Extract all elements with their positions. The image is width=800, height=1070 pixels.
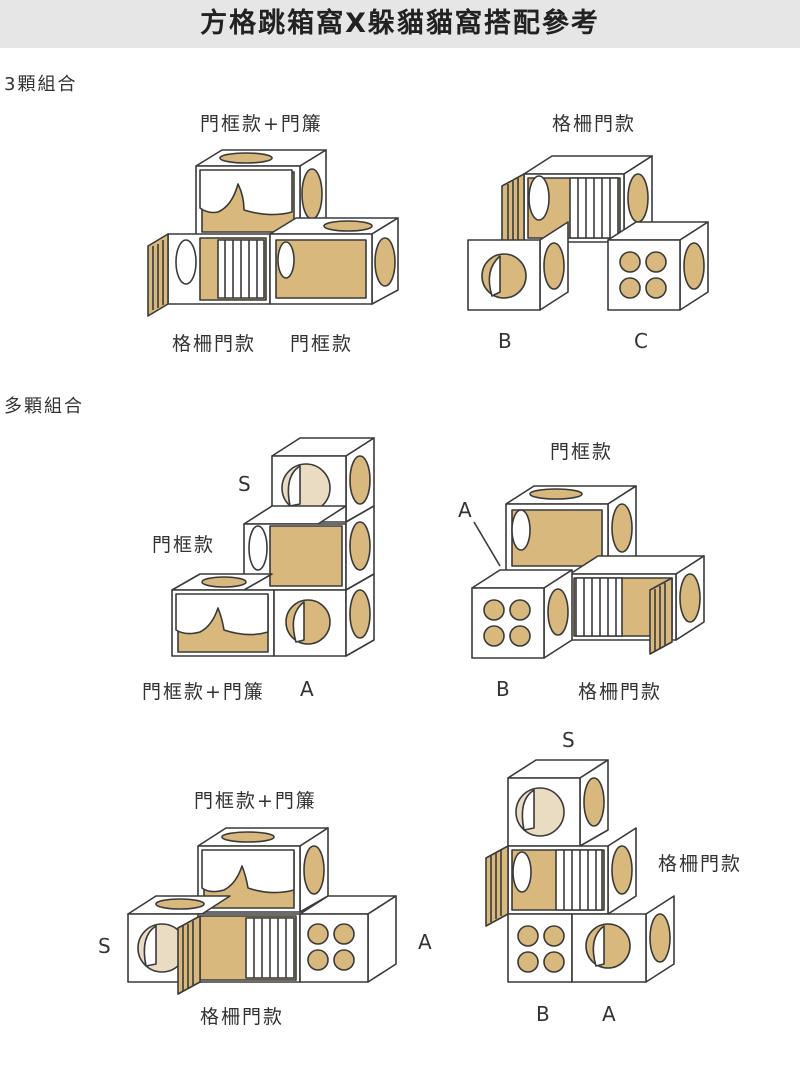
letter-s-5: S bbox=[98, 934, 111, 958]
diagram-three-frame bbox=[147, 149, 399, 317]
label-frame-4: 門框款 bbox=[550, 441, 614, 463]
cube-frame-curtain-bottom bbox=[171, 573, 275, 657]
cube-frame-curtain-top bbox=[197, 827, 329, 913]
title-bar bbox=[0, 0, 800, 48]
diagram-multi-stair bbox=[171, 437, 375, 657]
cube-grille-right bbox=[569, 555, 705, 655]
cube-s-tower bbox=[507, 759, 609, 847]
label-grille-1: 格柵門款 bbox=[172, 333, 257, 355]
page-title: 方格跳箱窩X躲貓貓窩搭配參考 bbox=[200, 8, 600, 39]
cube-grille-tower bbox=[485, 827, 637, 927]
label-frame-1: 門框款 bbox=[290, 333, 354, 355]
cube-b bbox=[467, 221, 569, 311]
diagram-multi-row bbox=[127, 827, 397, 995]
cube-frame-top bbox=[505, 485, 637, 573]
cube-c bbox=[607, 221, 709, 311]
cube-b-left bbox=[471, 569, 573, 659]
letter-c-2: C bbox=[634, 329, 648, 353]
label-grille-2: 格柵門款 bbox=[552, 113, 637, 135]
cube-frame-curtain bbox=[195, 149, 327, 239]
letter-a-4: A bbox=[458, 498, 472, 522]
cube-grille-middle bbox=[177, 913, 301, 995]
label-grille-6: 格柵門款 bbox=[658, 853, 743, 875]
diagram-multi-frame bbox=[471, 485, 705, 659]
label-frame-3: 門框款 bbox=[152, 534, 216, 556]
letter-b-2: B bbox=[498, 329, 512, 353]
cube-b-tower bbox=[507, 913, 573, 983]
cube-frame bbox=[269, 217, 399, 305]
cube-a-right bbox=[299, 895, 397, 983]
letter-b-4: B bbox=[496, 677, 510, 701]
cube-a-bottom bbox=[273, 573, 375, 657]
label-frame-curtain-5: 門框款+門簾 bbox=[194, 790, 317, 812]
label-frame-curtain-1: 門框款+門簾 bbox=[200, 113, 323, 135]
cube-grille bbox=[147, 233, 271, 317]
letter-a-5: A bbox=[418, 930, 432, 954]
section-three-combo: 3顆組合 bbox=[4, 74, 78, 95]
label-grille-4: 格柵門款 bbox=[578, 681, 663, 703]
cube-a-tower bbox=[571, 895, 675, 983]
section-multi-combo: 多顆組合 bbox=[4, 396, 84, 417]
letter-a-3: A bbox=[300, 677, 314, 701]
letter-b-6: B bbox=[536, 1002, 550, 1026]
diagram-multi-tower bbox=[485, 759, 675, 983]
diagram-three-grille bbox=[467, 155, 709, 311]
label-frame-curtain-3: 門框款+門簾 bbox=[142, 681, 265, 703]
letter-s-3: S bbox=[238, 472, 251, 496]
letter-a-6: A bbox=[602, 1002, 616, 1026]
letter-s-6: S bbox=[562, 728, 575, 752]
label-grille-5: 格柵門款 bbox=[200, 1006, 285, 1028]
